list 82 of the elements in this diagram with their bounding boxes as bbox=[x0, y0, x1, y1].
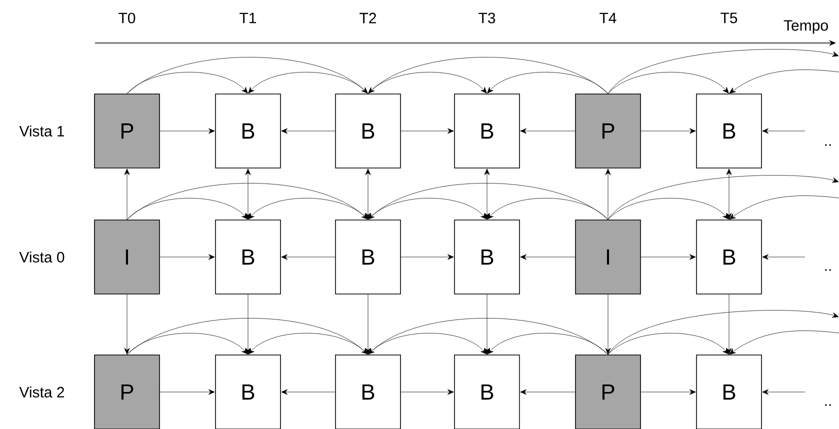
frame-box: P bbox=[94, 94, 160, 168]
frame-box: I bbox=[575, 220, 641, 294]
arrow bbox=[281, 128, 336, 134]
frame-box: I bbox=[94, 220, 160, 294]
arrow bbox=[160, 389, 215, 395]
arrow bbox=[124, 294, 130, 354]
arrow bbox=[640, 389, 696, 395]
arrow bbox=[608, 310, 839, 355]
arrow bbox=[608, 175, 839, 220]
frame-box: B bbox=[454, 94, 520, 168]
frame-box: B bbox=[215, 94, 281, 168]
text-label: T2 bbox=[360, 12, 376, 24]
arrow bbox=[245, 294, 251, 354]
arrow bbox=[520, 389, 576, 395]
arrow bbox=[520, 128, 576, 134]
arrow bbox=[368, 332, 487, 355]
arrow bbox=[762, 389, 806, 395]
text-label: .. bbox=[825, 269, 831, 271]
arrow bbox=[484, 294, 490, 354]
arrow bbox=[126, 318, 368, 355]
frame-box: P bbox=[575, 94, 641, 168]
arrow bbox=[605, 168, 611, 220]
arrow bbox=[608, 332, 729, 355]
text-label: T0 bbox=[118, 12, 136, 24]
frame-box: P bbox=[575, 354, 641, 429]
text-label: Vista 0 bbox=[19, 252, 64, 262]
arrow bbox=[368, 183, 608, 220]
frame-box: B bbox=[696, 94, 762, 168]
frame-box: B bbox=[215, 220, 281, 294]
arrow bbox=[248, 332, 368, 355]
text-label: Vista 2 bbox=[19, 386, 64, 398]
arrow bbox=[605, 294, 611, 354]
arrow bbox=[400, 389, 454, 395]
text-label: T1 bbox=[240, 12, 256, 24]
frame-box: B bbox=[454, 220, 520, 294]
arrow bbox=[124, 168, 130, 220]
arrow bbox=[400, 254, 454, 260]
frame-box: B bbox=[696, 354, 762, 429]
arrow bbox=[608, 72, 729, 94]
arrow bbox=[640, 254, 696, 260]
arrow bbox=[160, 128, 215, 134]
arrow bbox=[729, 330, 839, 354]
arrow bbox=[368, 198, 487, 220]
arrow bbox=[160, 254, 215, 260]
arrow bbox=[729, 196, 839, 220]
arrow bbox=[281, 389, 336, 395]
arrow bbox=[368, 57, 608, 94]
text-label: T4 bbox=[600, 12, 616, 24]
arrow bbox=[248, 72, 368, 94]
arrow bbox=[726, 294, 732, 354]
arrow bbox=[640, 128, 696, 134]
arrow bbox=[608, 49, 839, 94]
text-label: Vista 1 bbox=[19, 126, 64, 136]
arrow bbox=[608, 198, 729, 220]
arrow bbox=[126, 183, 368, 220]
frame-box: B bbox=[696, 220, 762, 294]
text-label: Tempo bbox=[784, 20, 828, 34]
arrow bbox=[365, 168, 371, 220]
arrow bbox=[248, 198, 368, 220]
frame-box: B bbox=[454, 354, 520, 429]
frame-box: P bbox=[94, 354, 160, 429]
arrow bbox=[400, 128, 454, 134]
frame-box: B bbox=[335, 354, 401, 429]
frame-box: B bbox=[335, 94, 401, 168]
arrow bbox=[126, 57, 368, 94]
arrow bbox=[368, 318, 608, 355]
arrow bbox=[762, 254, 806, 260]
arrow bbox=[245, 168, 251, 220]
arrow bbox=[484, 168, 490, 220]
frame-box: B bbox=[335, 220, 401, 294]
arrow bbox=[762, 128, 806, 134]
text-label: .. bbox=[825, 144, 831, 146]
arrow bbox=[726, 168, 732, 220]
arrow bbox=[729, 70, 839, 94]
frame-box: B bbox=[215, 354, 281, 429]
arrow bbox=[281, 254, 336, 260]
text-label: T5 bbox=[720, 12, 738, 24]
arrow bbox=[365, 294, 371, 354]
text-label: T3 bbox=[478, 12, 496, 24]
arrow bbox=[368, 72, 487, 94]
text-label: .. bbox=[825, 404, 831, 406]
arrow bbox=[520, 254, 576, 260]
